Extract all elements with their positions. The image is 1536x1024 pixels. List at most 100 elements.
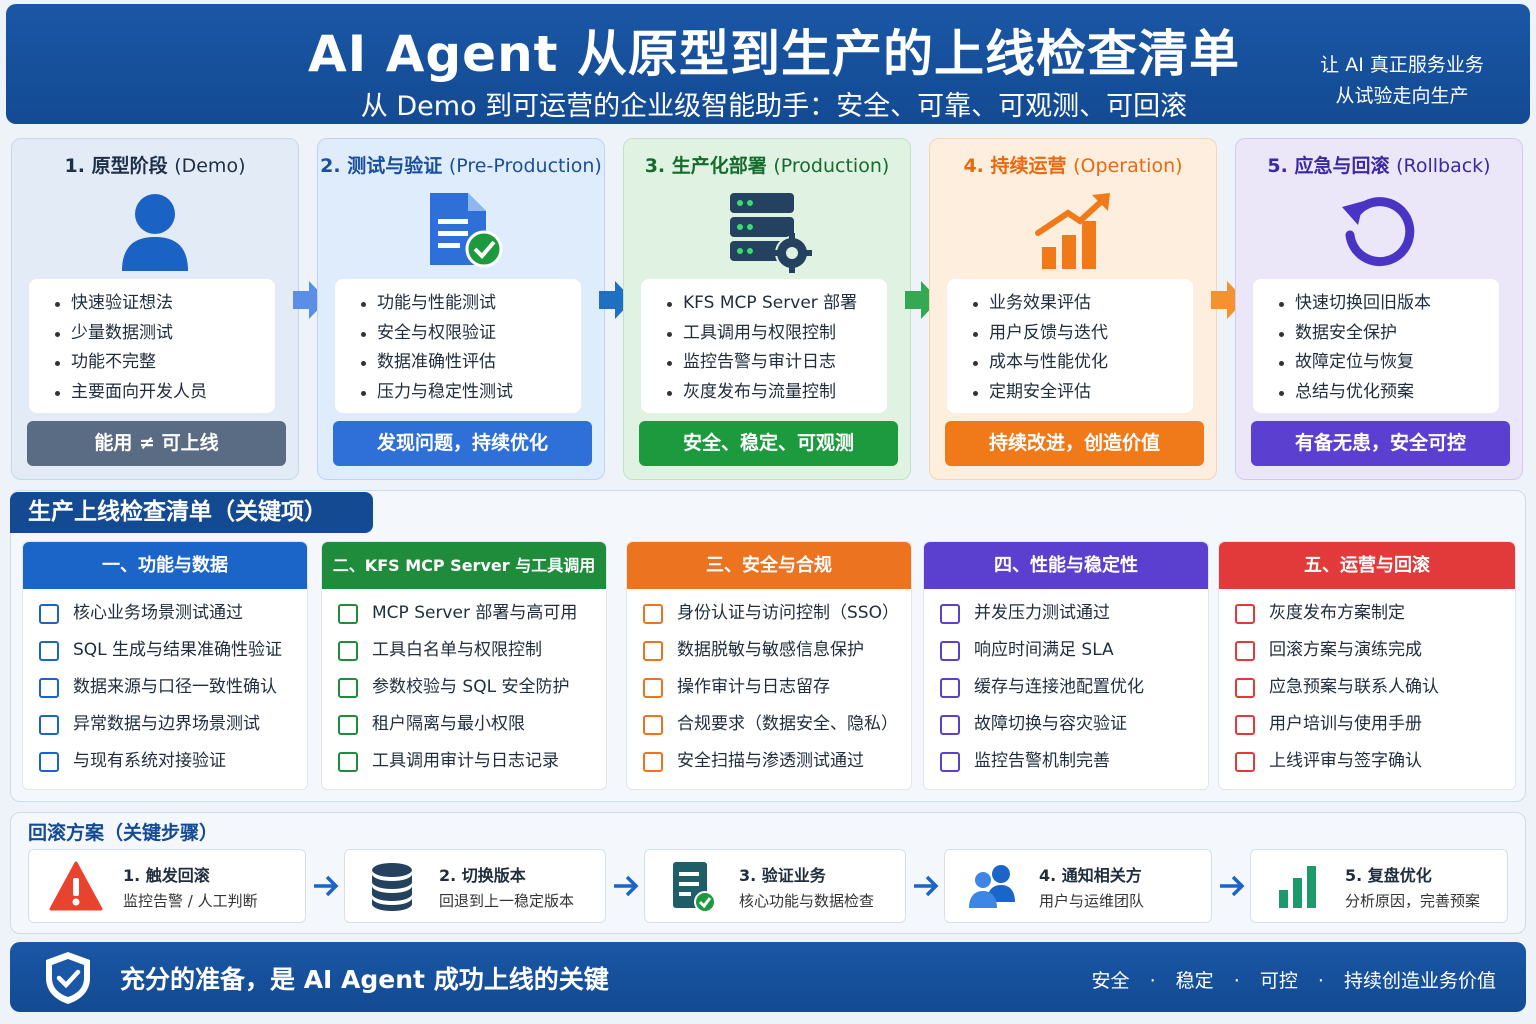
document-check-icon bbox=[430, 193, 503, 268]
stage-title: 1. 原型阶段 (Demo) bbox=[64, 155, 246, 177]
team-icon bbox=[969, 865, 1015, 908]
database-icon bbox=[372, 863, 412, 911]
checklist-title: 生产上线检查清单（关键项） bbox=[10, 492, 373, 533]
checklist-item[interactable]: 核心业务场景测试通过 bbox=[39, 600, 307, 637]
list-item: 快速切换回旧版本 bbox=[1279, 289, 1499, 319]
footer-banner: 充分的准备，是 AI Agent 成功上线的关键 安全 · 稳定 · 可控 · … bbox=[10, 942, 1526, 1012]
checklist-item[interactable]: 用户培训与使用手册 bbox=[1235, 711, 1515, 748]
rollback-title: 回滚方案（关键步骤） bbox=[28, 822, 219, 844]
stage-title: 2. 测试与验证 (Pre-Production) bbox=[320, 155, 602, 177]
checklist-item[interactable]: 身份认证与访问控制（SSO） bbox=[643, 600, 911, 637]
stage-feature-list: KFS MCP Server 部署 工具调用与权限控制 监控告警与审计日志 灰度… bbox=[641, 279, 887, 413]
footer-tag: 稳定 bbox=[1175, 970, 1214, 992]
checklist-item[interactable]: 数据来源与口径一致性确认 bbox=[39, 674, 307, 711]
checklist-item[interactable]: 上线评审与签字确认 bbox=[1235, 748, 1515, 785]
stage-footer-badge: 能用 ≠ 可上线 bbox=[27, 421, 286, 466]
step-name: 4. 通知相关方 bbox=[1039, 866, 1142, 885]
list-item: 压力与稳定性测试 bbox=[361, 378, 581, 408]
checklist-item[interactable]: 应急预案与联系人确认 bbox=[1235, 674, 1515, 711]
checklist-item[interactable]: 数据脱敏与敏感信息保护 bbox=[643, 637, 911, 674]
checklist-item[interactable]: 故障切换与容灾验证 bbox=[940, 711, 1208, 748]
checklist-item[interactable]: 灰度发布方案制定 bbox=[1235, 600, 1515, 637]
list-item: 少量数据测试 bbox=[55, 319, 275, 349]
footer-tag: 安全 bbox=[1091, 970, 1130, 992]
checklist-item[interactable]: 并发压力测试通过 bbox=[940, 600, 1208, 637]
footer-separator: · bbox=[1149, 970, 1156, 992]
stage-footer-badge: 安全、稳定、可观测 bbox=[639, 421, 898, 466]
warning-icon bbox=[49, 861, 103, 911]
arrow-right-icon bbox=[599, 281, 633, 319]
growth-chart-icon bbox=[1035, 193, 1110, 269]
list-item: KFS MCP Server 部署 bbox=[667, 289, 887, 319]
list-item: 主要面向开发人员 bbox=[55, 378, 275, 408]
list-item: 灰度发布与流量控制 bbox=[667, 378, 887, 408]
checklist-item[interactable]: 工具白名单与权限控制 bbox=[338, 637, 606, 674]
checklist-item[interactable]: 缓存与连接池配置优化 bbox=[940, 674, 1208, 711]
stage-footer-badge: 有备无患，安全可控 bbox=[1251, 421, 1510, 466]
page-title: AI Agent 从原型到生产的上线检查清单 bbox=[307, 25, 1240, 83]
footer-slogan: 充分的准备，是 AI Agent 成功上线的关键 bbox=[120, 965, 609, 994]
list-item: 工具调用与权限控制 bbox=[667, 319, 887, 349]
list-item: 功能不完整 bbox=[55, 348, 275, 378]
checklist-item[interactable]: 与现有系统对接验证 bbox=[39, 748, 307, 785]
checklist-item[interactable]: 回滚方案与演练完成 bbox=[1235, 637, 1515, 674]
column-header: 五、运营与回滚 bbox=[1219, 542, 1515, 589]
checklist-item[interactable]: 参数校验与 SQL 安全防护 bbox=[338, 674, 606, 711]
checklist-icon bbox=[673, 862, 716, 913]
header-slogan-line-1: 让 AI 真正服务业务 bbox=[1320, 54, 1484, 76]
rollback-step-switch-version: 2. 切换版本 回退到上一稳定版本 bbox=[344, 849, 606, 923]
stage-title: 5. 应急与回滚 (Rollback) bbox=[1267, 155, 1491, 177]
arrow-right-icon bbox=[614, 875, 639, 897]
checklist-column-security: 三、安全与合规 身份认证与访问控制（SSO） 数据脱敏与敏感信息保护 操作审计与… bbox=[626, 541, 912, 790]
step-description: 监控告警 / 人工判断 bbox=[123, 892, 258, 910]
column-header: 四、性能与稳定性 bbox=[924, 542, 1208, 589]
rollback-step-review: 5. 复盘优化 分析原因，完善预案 bbox=[1250, 849, 1508, 923]
footer-tags: 安全 · 稳定 · 可控 · 持续创造业务价值 bbox=[1092, 966, 1496, 993]
stage-demo: 1. 原型阶段 (Demo) 快速验证想法 少量数据测试 功能不完整 主要面向开… bbox=[11, 138, 299, 480]
step-description: 回退到上一稳定版本 bbox=[439, 892, 575, 910]
checklist-column-function-data: 一、功能与数据 核心业务场景测试通过 SQL 生成与结果准确性验证 数据来源与口… bbox=[22, 541, 308, 790]
arrow-right-icon bbox=[314, 875, 339, 897]
header-slogan: 让 AI 真正服务业务 从试验走向生产 bbox=[1302, 50, 1502, 112]
checklist-item[interactable]: SQL 生成与结果准确性验证 bbox=[39, 637, 307, 674]
arrow-right-icon bbox=[293, 281, 327, 319]
header-slogan-line-2: 从试验走向生产 bbox=[1335, 85, 1469, 107]
checklist-item[interactable]: 操作审计与日志留存 bbox=[643, 674, 911, 711]
checklist-item[interactable]: 异常数据与边界场景测试 bbox=[39, 711, 307, 748]
step-name: 5. 复盘优化 bbox=[1345, 866, 1432, 885]
step-description: 用户与运维团队 bbox=[1039, 892, 1145, 910]
rollback-step-verify: 3. 验证业务 核心功能与数据检查 bbox=[644, 849, 906, 923]
checklist-item[interactable]: MCP Server 部署与高可用 bbox=[338, 600, 606, 637]
stage-production: 3. 生产化部署 (Production) KFS MCP Server 部署 … bbox=[623, 138, 911, 480]
stage-feature-list: 快速切换回旧版本 数据安全保护 故障定位与恢复 总结与优化预案 bbox=[1253, 279, 1499, 413]
footer-tag: 可控 bbox=[1259, 970, 1298, 992]
stage-footer-badge: 发现问题，持续优化 bbox=[333, 421, 592, 466]
checklist-item[interactable]: 工具调用审计与日志记录 bbox=[338, 748, 606, 785]
list-item: 快速验证想法 bbox=[55, 289, 275, 319]
arrow-right-icon bbox=[914, 875, 939, 897]
list-item: 监控告警与审计日志 bbox=[667, 348, 887, 378]
stage-operation: 4. 持续运营 (Operation) 业务效果评估 用户反馈与迭代 成本与性能… bbox=[929, 138, 1217, 480]
server-gear-icon bbox=[730, 193, 812, 273]
stage-rollback: 5. 应急与回滚 (Rollback) 快速切换回旧版本 数据安全保护 故障定位… bbox=[1235, 138, 1523, 480]
arrow-right-icon bbox=[1211, 281, 1245, 319]
arrow-right-icon bbox=[1220, 875, 1245, 897]
step-name: 2. 切换版本 bbox=[439, 866, 526, 885]
checklist-item[interactable]: 响应时间满足 SLA bbox=[940, 637, 1208, 674]
stage-title: 3. 生产化部署 (Production) bbox=[644, 155, 890, 177]
list-item: 功能与性能测试 bbox=[361, 289, 581, 319]
list-item: 安全与权限验证 bbox=[361, 319, 581, 349]
footer-tag: 持续创造业务价值 bbox=[1343, 970, 1496, 992]
checklist-item[interactable]: 租户隔离与最小权限 bbox=[338, 711, 606, 748]
checklist-item[interactable]: 监控告警机制完善 bbox=[940, 748, 1208, 785]
checklist-column-performance: 四、性能与稳定性 并发压力测试通过 响应时间满足 SLA 缓存与连接池配置优化 … bbox=[923, 541, 1209, 790]
column-header: 一、功能与数据 bbox=[23, 542, 307, 589]
stage-pre-production: 2. 测试与验证 (Pre-Production) 功能与性能测试 安全与权限验… bbox=[317, 138, 605, 480]
list-item: 用户反馈与迭代 bbox=[973, 319, 1193, 349]
step-name: 3. 验证业务 bbox=[739, 866, 826, 885]
stage-title: 4. 持续运营 (Operation) bbox=[963, 155, 1183, 177]
checklist-item[interactable]: 合规要求（数据安全、隐私） bbox=[643, 711, 911, 748]
rollback-step-notify: 4. 通知相关方 用户与运维团队 bbox=[944, 849, 1212, 923]
checklist-item[interactable]: 安全扫描与渗透测试通过 bbox=[643, 748, 911, 785]
footer-separator: · bbox=[1317, 970, 1324, 992]
